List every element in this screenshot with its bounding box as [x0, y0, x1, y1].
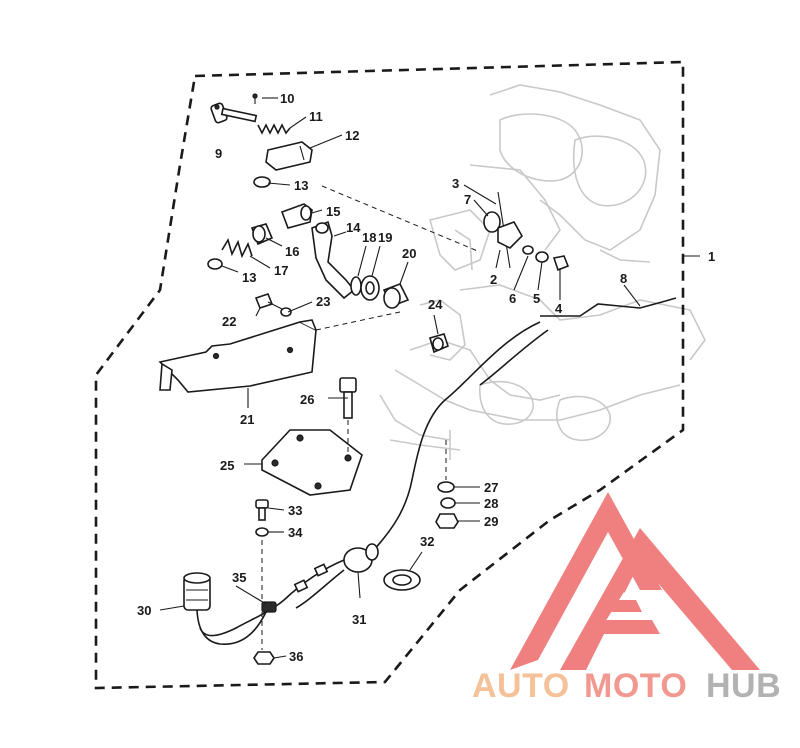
leader-lines	[159, 97, 700, 659]
part-mounting-plate	[261, 429, 363, 496]
callout-5: 5	[533, 291, 540, 306]
callout-8: 8	[620, 271, 627, 286]
callout-27: 27	[484, 480, 498, 495]
part-lockwasher-28	[440, 497, 456, 509]
part-bolt-22	[254, 293, 285, 311]
part-washer-23	[280, 307, 292, 317]
part-washer-34	[255, 527, 269, 537]
watermark-moto: MOTO	[584, 667, 687, 705]
callout-17: 17	[274, 263, 288, 278]
callout-36: 36	[289, 649, 303, 664]
engine-background	[379, 84, 706, 460]
part-pivot-pin	[280, 203, 313, 229]
part-nut-36	[253, 651, 275, 665]
callout-21: 21	[240, 412, 254, 427]
callout-labels: 1 2 3 4 5 6 7 8 9 10 11 12 13 13 14 15 1…	[137, 91, 715, 664]
watermark-logo	[510, 492, 760, 670]
part-bolt-26	[339, 377, 357, 419]
callout-4: 4	[555, 301, 563, 316]
callout-33: 33	[288, 503, 302, 518]
callout-25: 25	[220, 458, 234, 473]
watermark: AUTO MOTO HUB	[472, 492, 781, 705]
callout-28: 28	[484, 496, 498, 511]
part-nut-29	[435, 513, 459, 529]
part-washer-27	[437, 481, 455, 493]
part-washer-upper	[253, 176, 271, 188]
callout-24: 24	[428, 297, 443, 312]
part-wire-lead-2	[295, 569, 345, 609]
part-pin	[252, 93, 258, 104]
part-seal	[360, 275, 380, 301]
part-sleeve	[382, 282, 410, 309]
callout-18: 18	[362, 230, 376, 245]
callout-22: 22	[222, 314, 236, 329]
callout-23: 23	[316, 294, 330, 309]
part-screw-33	[255, 499, 269, 521]
callout-16: 16	[285, 244, 299, 259]
callout-35: 35	[232, 570, 246, 585]
callout-6: 6	[509, 291, 516, 306]
callout-14: 14	[346, 220, 361, 235]
watermark-hub: HUB	[706, 667, 781, 705]
callout-9: 9	[215, 146, 222, 161]
part-clevis	[265, 141, 313, 171]
assembly-boundary	[94, 60, 685, 690]
callout-1: 1	[708, 249, 715, 264]
callout-3: 3	[452, 176, 459, 191]
part-grommet	[343, 543, 379, 573]
part-spring-lower	[221, 238, 253, 259]
callout-19: 19	[378, 230, 392, 245]
callout-29: 29	[484, 514, 498, 529]
callout-30: 30	[137, 603, 151, 618]
callout-20: 20	[402, 246, 416, 261]
callout-26: 26	[300, 392, 314, 407]
callout-11: 11	[309, 109, 323, 124]
part-cable-8	[540, 297, 677, 317]
part-lever	[311, 220, 356, 300]
callout-2: 2	[490, 272, 497, 287]
callout-13b: 13	[242, 270, 256, 285]
part-connector-b	[293, 579, 309, 593]
part-cable-harness	[371, 321, 541, 553]
callout-34: 34	[288, 525, 303, 540]
part-bushing	[250, 223, 274, 246]
callout-13a: 13	[294, 178, 308, 193]
callout-32: 32	[420, 534, 434, 549]
part-clevis-pin	[210, 102, 258, 124]
part-spring-upper	[257, 123, 291, 135]
part-cable-lead	[479, 329, 549, 386]
callout-15: 15	[326, 204, 340, 219]
watermark-auto: AUTO	[472, 667, 570, 705]
part-mounting-bracket	[158, 319, 317, 393]
part-nut-24	[429, 333, 449, 354]
part-shift-bracket	[483, 191, 570, 272]
callout-10: 10	[280, 91, 294, 106]
part-seal-32	[383, 569, 421, 591]
part-connector-a	[313, 563, 329, 577]
part-washer-lower	[207, 258, 223, 270]
part-wire-lead	[199, 559, 345, 637]
callout-31: 31	[352, 612, 366, 627]
callout-12: 12	[345, 128, 359, 143]
part-switch	[183, 572, 267, 645]
part-washer-18	[350, 276, 362, 296]
callout-7: 7	[464, 192, 471, 207]
